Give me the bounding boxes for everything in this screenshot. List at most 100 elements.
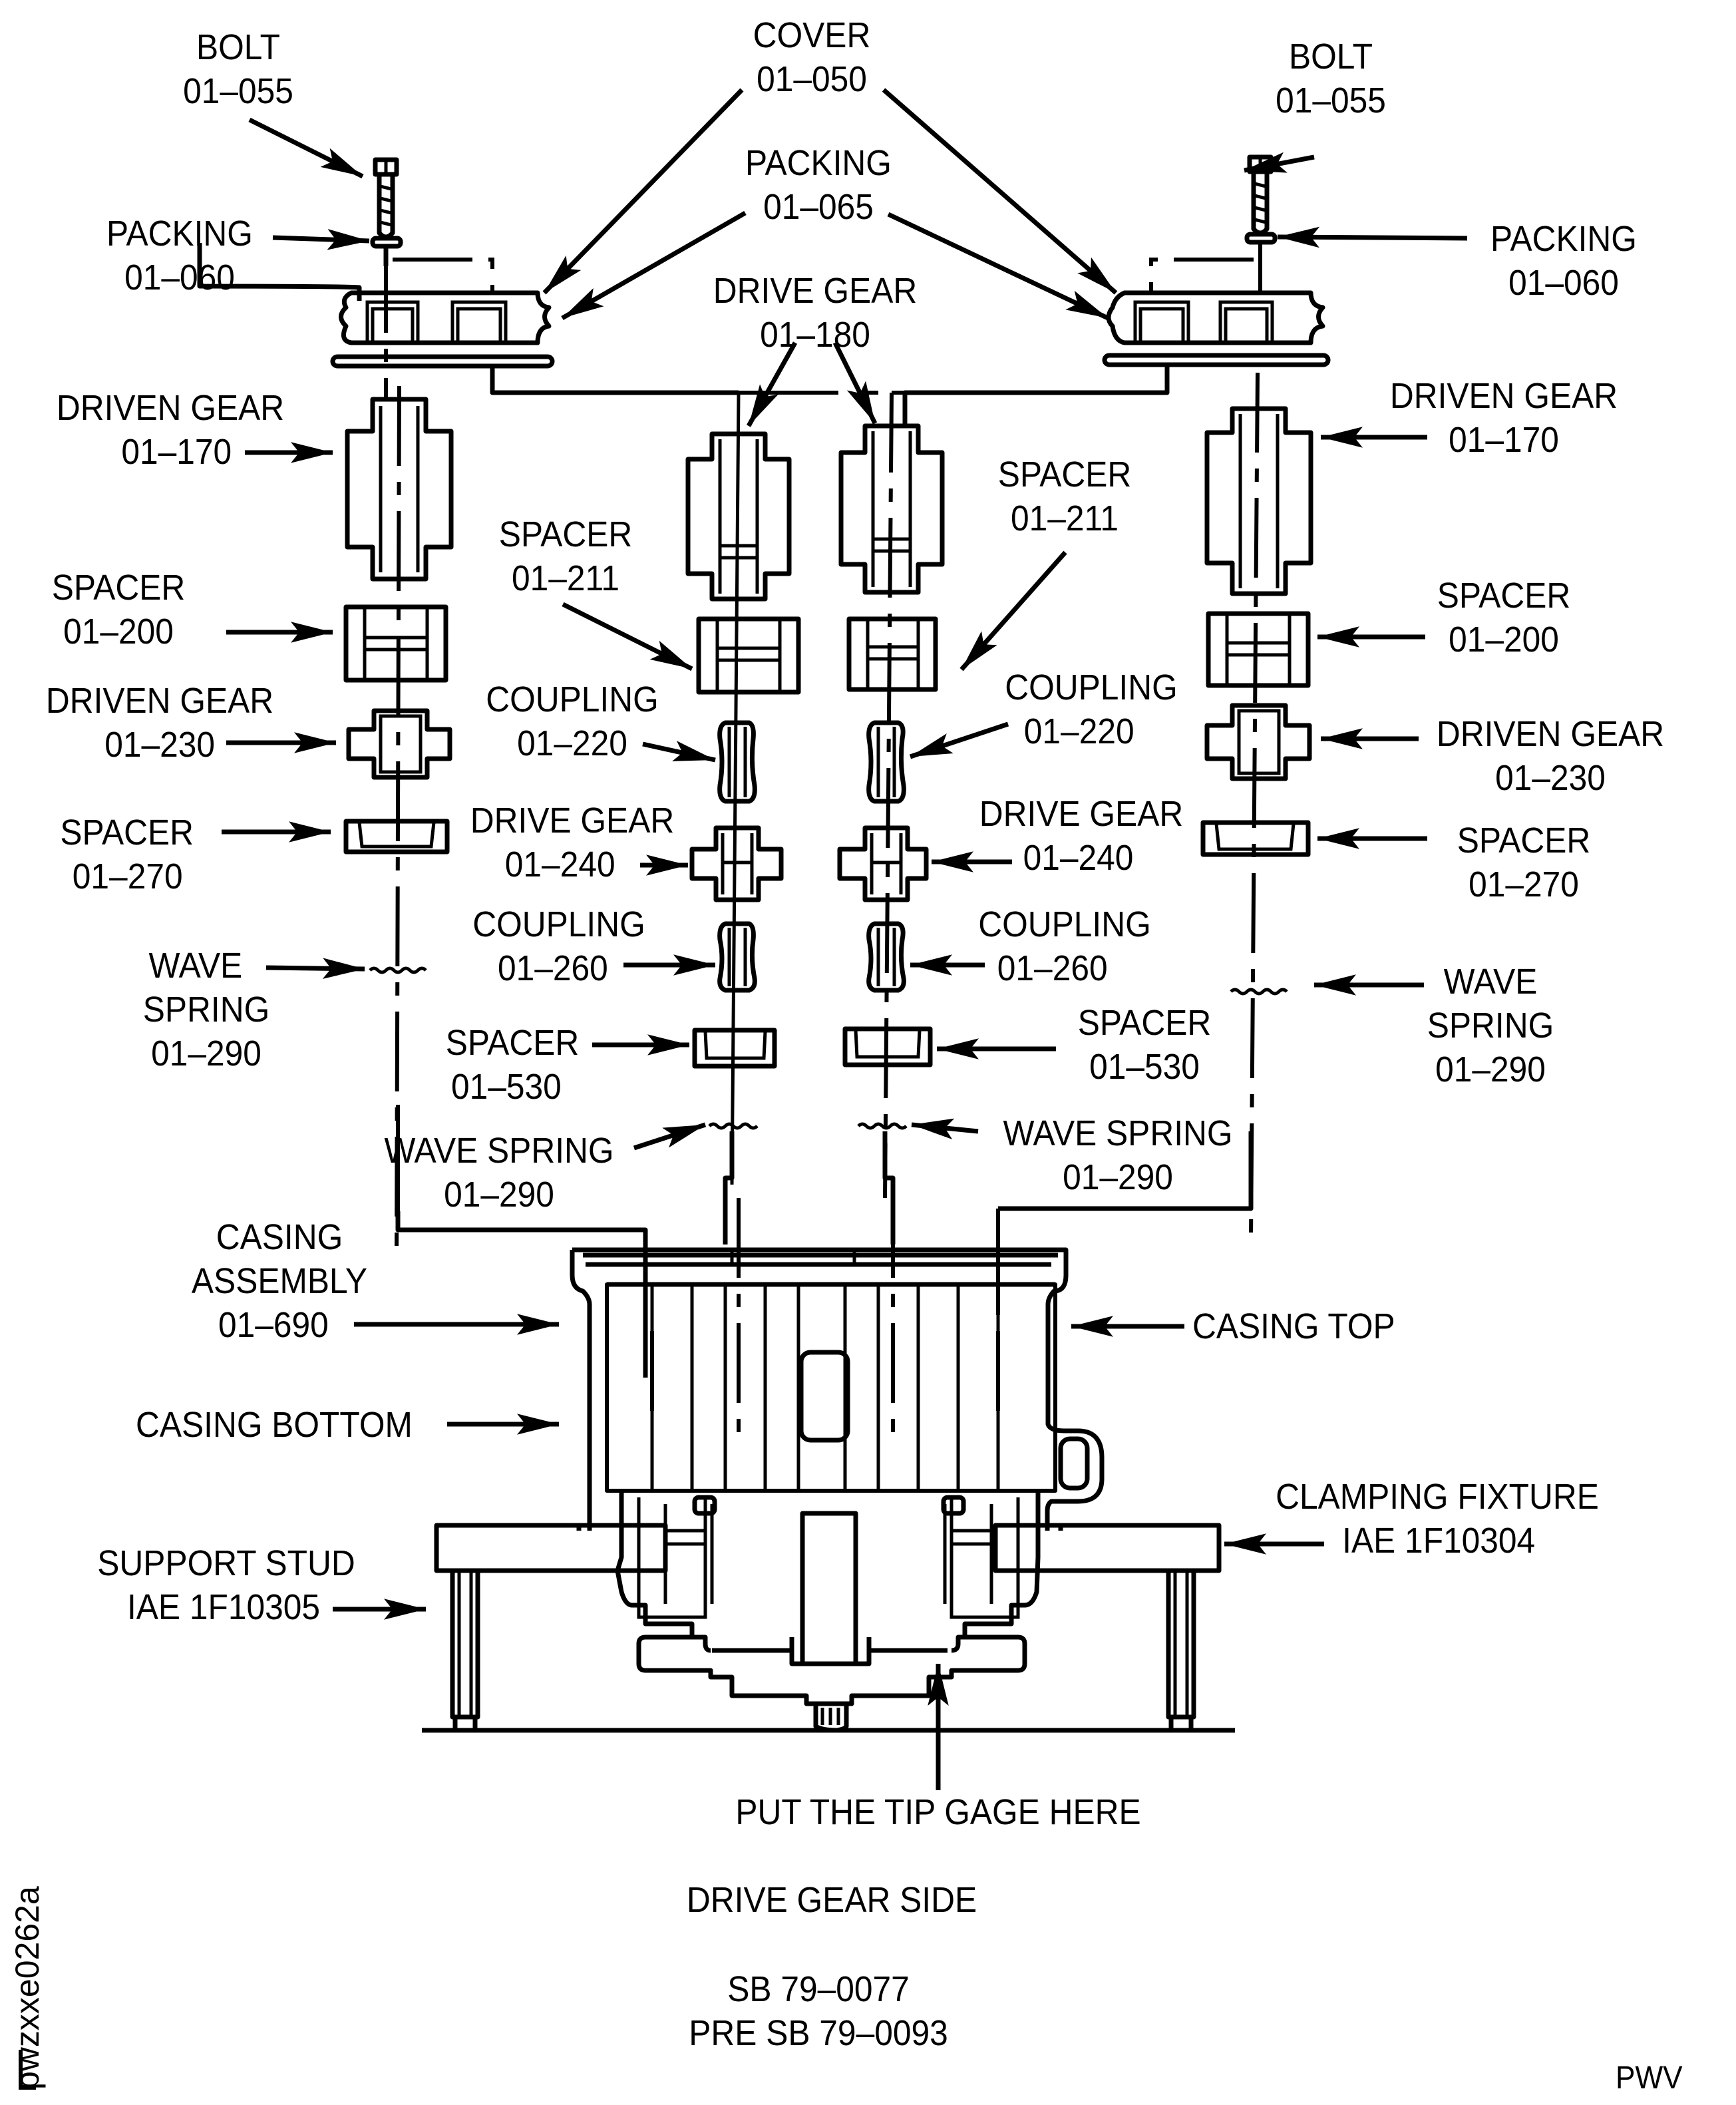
label-driven-gear-170-left: DRIVEN GEAR 01–170	[48, 386, 293, 474]
label-part-number: 01–220	[1023, 711, 1134, 751]
casing-assembly	[395, 1105, 1254, 1733]
figure-id: pwzxxe0262a	[9, 1850, 52, 2090]
corner-mark-text: PWV	[1616, 2060, 1683, 2096]
centerline-left-drive	[730, 392, 741, 1185]
driven-gear-230-left	[346, 708, 452, 780]
drive-shaft-line-left	[723, 1131, 735, 1244]
label-casing-top: CASING TOP	[1192, 1304, 1395, 1348]
figure-id-bracket-foot	[19, 2086, 36, 2090]
driven-gear-170-right	[1204, 406, 1313, 596]
label-part-name: PACKING	[1490, 219, 1637, 259]
label-part-name: BOLT	[1288, 37, 1373, 77]
label-part-name: WAVE SPRING	[384, 1131, 614, 1171]
caption-view-title: DRIVE GEAR SIDE	[654, 1878, 1009, 1922]
label-coupling-220-left: COUPLING 01–220	[468, 677, 677, 765]
label-part-number: 01–260	[997, 948, 1108, 988]
label-spacer-200-right: SPACER 01–200	[1418, 574, 1590, 662]
label-part-name: SPACER	[51, 568, 186, 608]
label-part-name: DRIVEN GEAR	[56, 388, 285, 428]
label-part-number: 01–230	[104, 725, 215, 765]
label-part-number: 01–060	[124, 258, 235, 297]
label-bolt-left: BOLT 01–055	[177, 25, 299, 113]
support-stud-left	[450, 1571, 480, 1733]
drive-gear-240-right	[837, 825, 929, 902]
coupling-260-right	[866, 921, 906, 993]
label-part-number: 01–180	[760, 315, 870, 355]
caption-sb-2: PRE SB 79–0093	[689, 2013, 948, 2053]
label-wave-spring-inner-right: WAVE SPRING 01–290	[989, 1111, 1246, 1199]
label-part-name: DRIVEN GEAR	[1389, 376, 1618, 416]
spacer-211-left	[696, 616, 801, 695]
label-part-name: SPACER	[997, 455, 1132, 494]
label-part-number: 01–055	[183, 71, 293, 111]
label-instruction: PUT THE TIP GAGE HERE	[735, 1792, 1141, 1832]
label-driven-gear-230-right: DRIVEN GEAR 01–230	[1422, 712, 1679, 800]
spacer-530-left	[692, 1028, 777, 1069]
spacer-270-right	[1200, 820, 1311, 857]
label-wave-spring-outer-right: WAVE SPRING 01–290	[1411, 960, 1570, 1091]
caption-service-bulletins: SB 79–0077 PRE SB 79–0093	[653, 1967, 984, 2055]
spacer-530-right	[842, 1026, 933, 1067]
label-drive-gear-240-right: DRIVE GEAR 01–240	[968, 792, 1194, 880]
clamping-fixture	[434, 1523, 1222, 1573]
label-part-number: 01–530	[451, 1067, 562, 1107]
wave-spring-inner-left	[708, 1122, 759, 1130]
label-part-number: 01–065	[763, 187, 874, 227]
label-wave-spring-inner-left: WAVE SPRING 01–290	[371, 1129, 627, 1217]
coupling-220-left	[717, 720, 757, 804]
label-part-name: SPACER	[60, 813, 194, 853]
label-cover: COVER 01–050	[739, 13, 886, 101]
label-part-number: 01–690	[218, 1305, 329, 1345]
packing-left-washer	[370, 236, 403, 249]
label-part-name: DRIVE GEAR	[979, 794, 1184, 834]
label-part-name: CASING TOP	[1192, 1306, 1395, 1346]
label-spacer-211-left: SPACER 01–211	[486, 512, 645, 600]
driven-gear-230-right	[1204, 703, 1312, 781]
label-part-name: SPACER	[1077, 1003, 1212, 1043]
label-part-number: 01–220	[517, 723, 627, 763]
label-bolt-right: BOLT 01–055	[1251, 35, 1410, 122]
label-tip-gage: PUT THE TIP GAGE HERE	[724, 1790, 1152, 1834]
centerline-right-drive	[883, 392, 894, 1199]
label-wave-spring-outer-left: WAVE SPRING 01–290	[126, 944, 285, 1075]
label-part-name: SUPPORT STUD	[97, 1543, 355, 1583]
label-part-name: COUPLING	[486, 679, 659, 719]
label-part-number: 01–050	[757, 59, 867, 99]
caption-view-text: DRIVE GEAR SIDE	[686, 1880, 977, 1920]
label-part-name: SPACER	[445, 1023, 580, 1063]
bolt-left	[373, 157, 399, 240]
drive-gear-180-left	[685, 431, 792, 602]
label-part-name: COUPLING	[1005, 668, 1178, 707]
label-packing-left: PACKING 01–060	[97, 212, 262, 299]
cover-right	[892, 244, 1331, 426]
label-part-number: 01–240	[504, 845, 615, 884]
label-part-name: PACKING	[745, 143, 892, 183]
spacer-200-left	[343, 604, 448, 683]
label-part-name: SPACER	[498, 514, 633, 554]
support-stud-right	[1166, 1571, 1196, 1733]
label-casing-bottom: CASING BOTTOM	[136, 1403, 413, 1447]
label-part-number: IAE 1F10304	[1342, 1521, 1536, 1561]
centerline-right-outer	[1249, 372, 1260, 1239]
label-part-name: DRIVE GEAR	[470, 801, 675, 841]
label-packing-right: PACKING 01–060	[1478, 217, 1649, 305]
label-casing-assembly: CASING ASSEMBLY 01–690	[176, 1215, 384, 1347]
label-part-number: 01–270	[72, 857, 183, 896]
label-driven-gear-230-left: DRIVEN GEAR 01–230	[37, 679, 282, 767]
label-part-number: 01–170	[121, 432, 232, 472]
label-part-name: DRIVEN GEAR	[45, 681, 274, 721]
label-part-name: PACKING	[106, 214, 253, 254]
label-part-number: 01–290	[151, 1034, 261, 1073]
label-drive-gear-180: DRIVE GEAR 01–180	[702, 269, 928, 357]
figure-id-bracket	[19, 2050, 23, 2090]
wave-spring-outer-left	[369, 966, 427, 974]
label-part-name: WAVE	[1443, 962, 1538, 1002]
packing-right-washer	[1244, 232, 1278, 245]
label-part-number: 01–230	[1495, 758, 1606, 798]
label-part-number: 01–055	[1276, 81, 1386, 120]
label-part-number: 01–211	[511, 558, 620, 598]
centerline-left-outer	[395, 385, 401, 1252]
label-part-name: DRIVEN GEAR	[1436, 714, 1665, 754]
label-coupling-260-left: COUPLING 01–260	[455, 902, 663, 990]
